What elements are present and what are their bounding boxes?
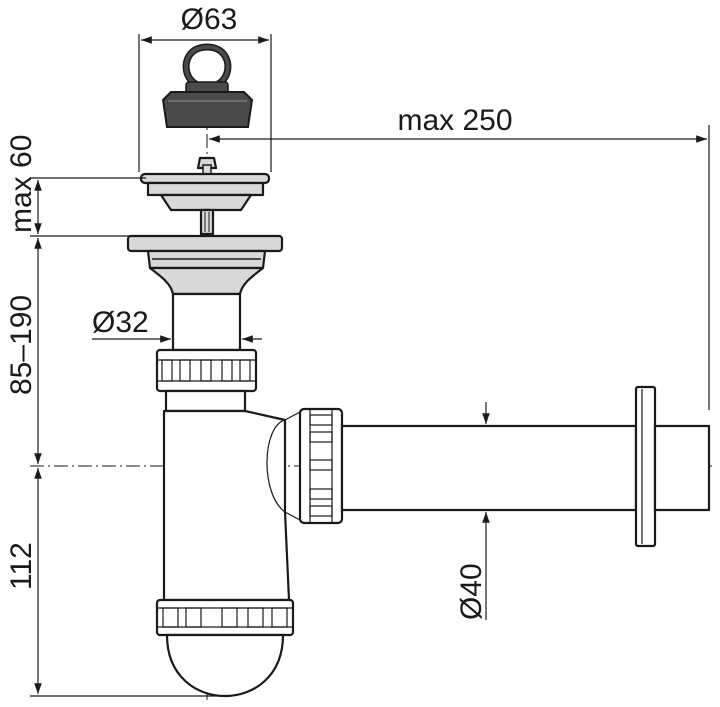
height-range-label: 85–190 bbox=[5, 295, 38, 395]
stopper-diameter-label: Ø63 bbox=[181, 3, 238, 36]
outlet-pipe bbox=[340, 424, 638, 512]
max-reach-label: max 250 bbox=[397, 104, 512, 137]
outlet-flange bbox=[126, 234, 284, 296]
dimension-inlet-diameter: Ø32 bbox=[92, 306, 262, 343]
dimension-max-reach: max 250 bbox=[209, 104, 710, 410]
trap-cup bbox=[165, 633, 285, 698]
dimension-max-height: max 60 bbox=[5, 135, 146, 237]
outlet-diameter-label: Ø40 bbox=[455, 563, 488, 620]
max-height-label: max 60 bbox=[5, 135, 38, 233]
dimension-trap-height: 112 bbox=[5, 468, 226, 697]
lower-coupling-nut bbox=[155, 598, 295, 637]
side-coupling-nut bbox=[284, 407, 344, 525]
dimension-height-range: 85–190 bbox=[5, 238, 42, 464]
strainer-grate bbox=[139, 156, 271, 236]
inlet-tailpiece bbox=[171, 292, 242, 352]
dimension-outlet-diameter: Ø40 bbox=[455, 402, 490, 620]
inlet-diameter-label: Ø32 bbox=[92, 306, 149, 339]
stopper-plug bbox=[161, 43, 254, 128]
wall-rosette bbox=[634, 385, 711, 548]
trap-body bbox=[162, 389, 291, 602]
trap-height-label: 112 bbox=[5, 542, 38, 590]
upper-coupling-nut bbox=[155, 348, 258, 393]
center-lines bbox=[30, 110, 712, 700]
dimension-stopper-diameter: Ø63 bbox=[138, 3, 272, 172]
